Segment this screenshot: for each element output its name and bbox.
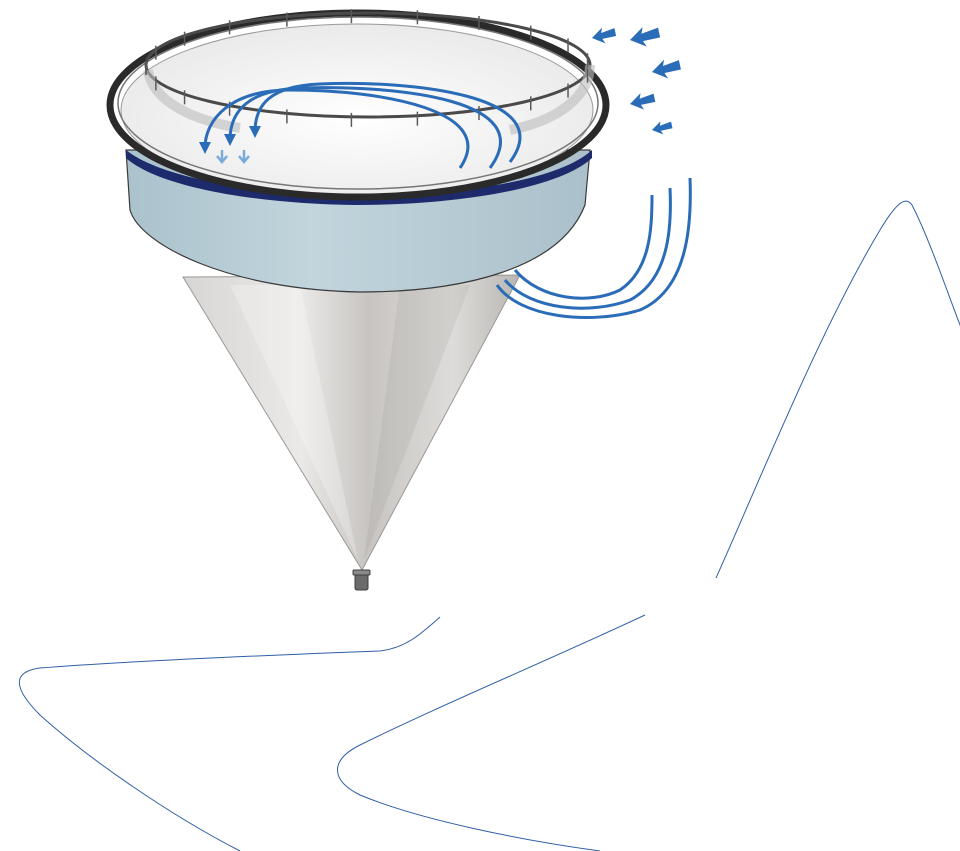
incoming-flow-arrow-icon: [652, 59, 681, 79]
circulation-flow: [199, 81, 522, 169]
lower-right-outline-line: [337, 614, 646, 851]
incoming-flow-arrow-icon: [592, 27, 617, 44]
circulation-arrow-icon: [224, 86, 502, 169]
inlet-pipe-icon: [503, 187, 672, 310]
circulation-arrow-icon: [199, 88, 470, 169]
background-outline-lines: [18, 200, 960, 851]
tank-railing: [143, 9, 595, 135]
inlet-pipe-icon: [513, 194, 654, 300]
circulation-arrow-icon: [249, 81, 522, 163]
incoming-flow-arrows: [592, 27, 681, 135]
cone-net: [182, 274, 521, 572]
peak-outline-line: [715, 200, 960, 579]
inlet-pipes: [495, 177, 692, 319]
inlet-pipe-icon: [495, 177, 692, 319]
outlet-drain-icon: [352, 569, 371, 591]
incoming-flow-arrow-icon: [630, 93, 656, 110]
incoming-flow-arrow-icon: [652, 121, 673, 135]
left-outline-line: [18, 616, 441, 851]
incoming-flow-arrow-icon: [630, 27, 661, 47]
